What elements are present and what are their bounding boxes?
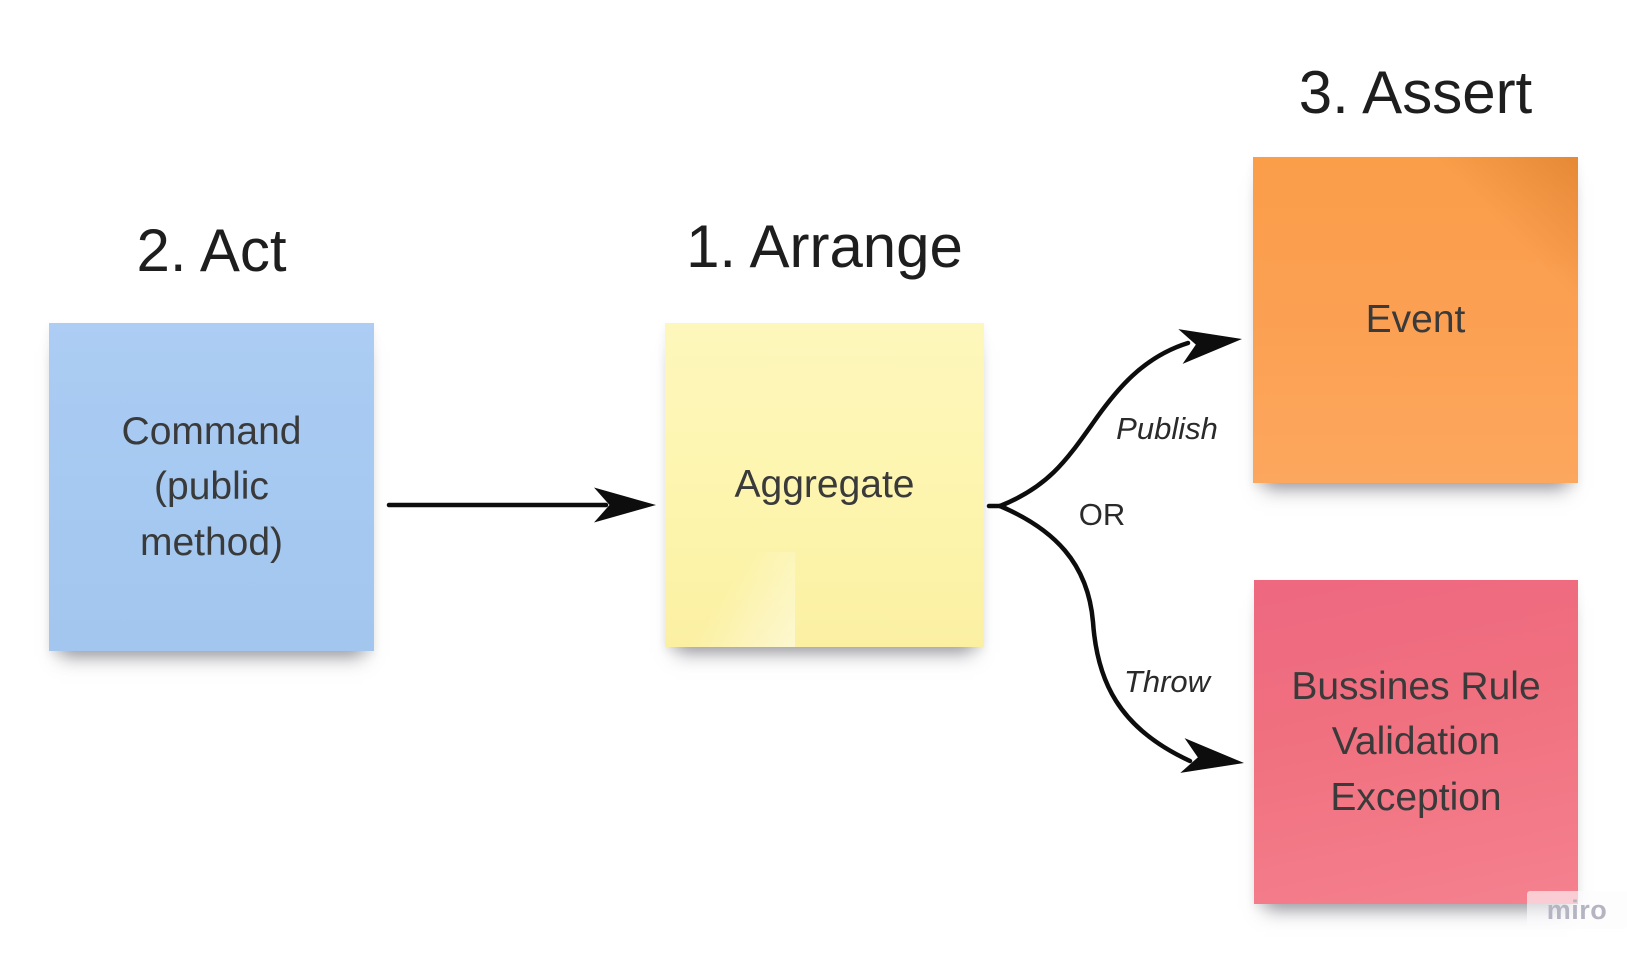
connector-publish[interactable] xyxy=(997,322,1244,509)
arrowhead-icon xyxy=(1180,738,1244,773)
connector-label-publish[interactable]: Publish xyxy=(1116,411,1218,446)
sticky-note-aggregate[interactable]: Aggregate xyxy=(665,323,984,647)
sticky-note-event[interactable]: Event xyxy=(1253,157,1578,483)
sticky-note-aggregate-text: Aggregate xyxy=(734,463,915,507)
heading-act[interactable]: 2. Act xyxy=(136,217,287,284)
connector-throw[interactable] xyxy=(997,503,1246,780)
sticky-note-command-text: Command (public method) xyxy=(121,409,302,564)
miro-logo-text: miro xyxy=(1546,894,1608,925)
sticky-note-exception[interactable]: Bussines Rule Validation Exception xyxy=(1254,580,1578,904)
connector-label-or[interactable]: OR xyxy=(1078,497,1126,532)
arrowhead-icon xyxy=(594,487,656,523)
heading-arrange[interactable]: 1. Arrange xyxy=(686,213,963,280)
sticky-note-exception-text: Bussines Rule Validation Exception xyxy=(1291,664,1541,819)
connector-line xyxy=(997,340,1191,509)
sticky-note-command[interactable]: Command (public method) xyxy=(49,323,374,651)
arrowhead-icon xyxy=(1178,329,1242,364)
connector-line xyxy=(997,503,1193,764)
connector-label-throw[interactable]: Throw xyxy=(1123,664,1211,699)
heading-assert[interactable]: 3. Assert xyxy=(1298,59,1533,126)
miro-watermark: miro xyxy=(1527,891,1627,929)
connector-command-to-aggregate[interactable] xyxy=(386,487,656,523)
sticky-note-event-text: Event xyxy=(1365,298,1466,342)
